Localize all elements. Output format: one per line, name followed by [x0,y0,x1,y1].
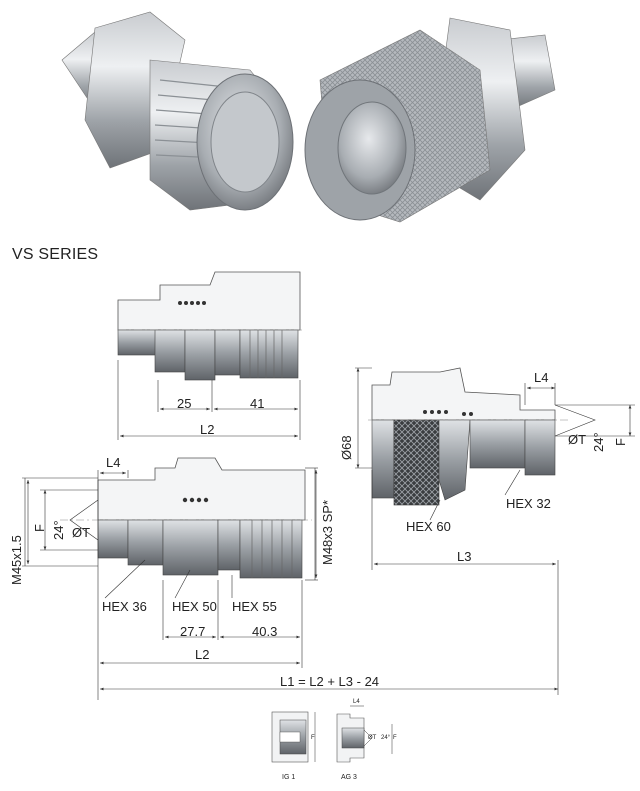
hex-32-label: HEX 32 [506,496,551,511]
hex-60-label: HEX 60 [406,519,451,534]
length-formula: L1 = L2 + L3 - 24 [280,674,380,689]
dim-l2-top: L2 [200,422,215,437]
thumb-f-left: F [311,735,315,741]
dim-t-left: ØT [72,525,91,540]
thumb-l4: L4 [353,699,360,705]
hex-55-label: HEX 55 [232,599,277,614]
dim-l4-right: L4 [534,370,549,385]
ag3-thumbnail [336,705,393,763]
ag3-caption: AG 3 [341,774,357,781]
thumb-f-right: F [393,735,397,741]
dim-27-7: 27.7 [180,624,206,639]
product-photos [61,11,556,223]
male-drawing [355,367,635,570]
thumb-angle: 24° [381,735,391,741]
dim-l3: L3 [457,549,472,564]
dim-l4-left: L4 [106,455,121,470]
angle-24-left: 24° [51,520,66,540]
angle-24-right: 24° [591,432,606,452]
ig1-caption: IG 1 [282,774,296,781]
dim-l2-bottom: L2 [195,647,210,662]
dim-f-left: F [32,524,47,532]
female-top-drawing [117,271,305,440]
ig1-thumbnail [271,711,316,763]
dim-40-3: 40.3 [252,624,278,639]
dim-d68: Ø68 [339,435,354,460]
dim-f-right: F [613,438,628,446]
male-coupling-photo [304,17,556,223]
hex-36-label: HEX 36 [102,599,147,614]
female-coupling-photo [61,11,294,211]
dim-t-right: ØT [568,432,587,447]
thread-m48: M48x3 SP* [320,499,335,565]
thread-m45: M45x1.5 [9,535,24,585]
dim-25: 25 [177,396,192,411]
female-bottom-drawing [22,457,559,700]
thumb-t: ØT [368,735,377,741]
hex-50-label: HEX 50 [172,599,217,614]
series-title: VS SERIES [12,246,99,263]
dim-41: 41 [250,396,265,411]
